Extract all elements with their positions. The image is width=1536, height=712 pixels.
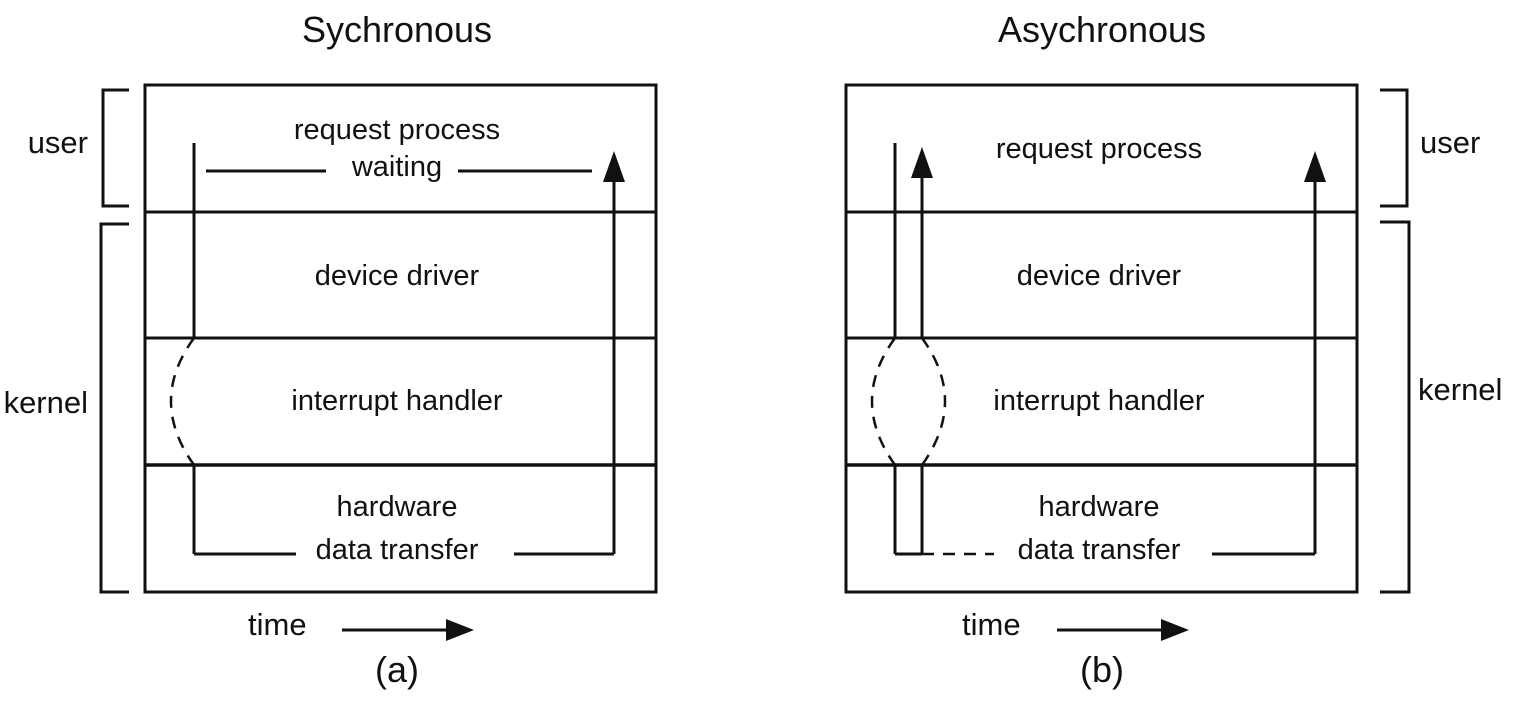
- sync-title: Sychronous: [302, 9, 492, 50]
- async-completion-arrow-icon: [1304, 151, 1326, 182]
- sync-time-arrow-icon: [446, 619, 474, 641]
- async-user-bracket: [1380, 88, 1409, 208]
- async-interrupt-dashed-path-right: [920, 337, 947, 466]
- sync-user-label: request process: [294, 114, 500, 146]
- sync-interrupt-dashed-path: [169, 337, 196, 466]
- async-kernel-bracket: [1380, 220, 1411, 594]
- sync-time-label: time: [248, 607, 307, 642]
- async-early-return-arrow-icon: [911, 147, 933, 178]
- sync-user-bracket-label: user: [28, 125, 88, 160]
- async-caption: (b): [1080, 649, 1124, 690]
- sync-transfer-label: data transfer: [316, 534, 479, 566]
- async-hardware-label: hardware: [1039, 491, 1160, 523]
- async-kernel-bracket-label: kernel: [1418, 372, 1502, 407]
- sync-user-bracket: [101, 88, 129, 208]
- async-time-arrow-icon: [1161, 619, 1189, 641]
- async-title: Asychronous: [998, 9, 1206, 50]
- sync-interrupt-label: interrupt handler: [291, 385, 503, 417]
- sync-return-arrow-icon: [603, 151, 625, 182]
- async-driver-label: device driver: [1017, 260, 1182, 292]
- sync-hardware-layer-box: [143, 463, 658, 594]
- sync-user-layer-box: [143, 83, 658, 214]
- sync-kernel-bracket: [99, 222, 129, 594]
- asynchronous-panel: Asychronous request process device drive…: [844, 9, 1502, 690]
- sync-driver-label: device driver: [315, 260, 480, 292]
- synchronous-panel: Sychronous request process waiting devic…: [4, 9, 658, 690]
- async-user-bracket-label: user: [1420, 125, 1480, 160]
- async-user-label: request process: [996, 133, 1202, 165]
- async-interrupt-label: interrupt handler: [993, 385, 1205, 417]
- sync-caption: (a): [375, 649, 419, 690]
- async-transfer-label: data transfer: [1018, 534, 1181, 566]
- async-interrupt-dashed-path-left: [870, 337, 897, 466]
- async-time-label: time: [962, 607, 1021, 642]
- sync-waiting-label: waiting: [351, 151, 442, 183]
- sync-kernel-bracket-label: kernel: [4, 385, 88, 420]
- sync-hardware-label: hardware: [337, 491, 458, 523]
